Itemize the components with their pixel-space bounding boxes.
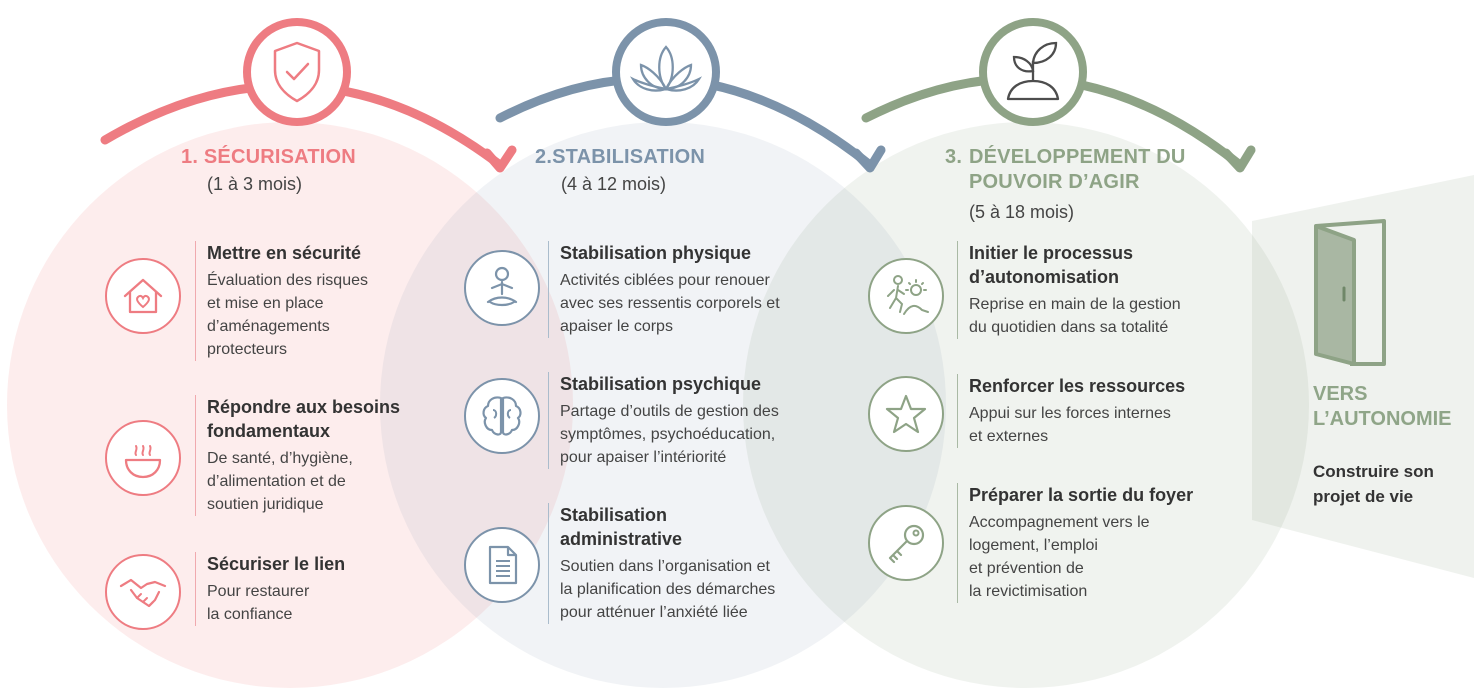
hiker-sun-icon [868,258,944,334]
item-title: Renforcer les ressources [969,376,1186,396]
item-title: Stabilisation administrative [560,505,683,549]
handshake-icon [105,554,181,630]
brain-icon [464,378,540,454]
item-desc: Reprise en main de la gestion du quotidi… [969,296,1181,336]
item-desc: Activités ciblées pour renouer avec ses … [560,272,780,335]
item-initier-autonomisation: Initier le processus d’autonomisation Re… [957,241,1229,339]
item-securiser-le-lien: Sécuriser le lien Pour restaurer la conf… [195,552,447,626]
item-desc: Partage d’outils de gestion des symptôme… [560,403,779,466]
item-title: Mettre en sécurité [207,243,362,263]
item-title: Stabilisation physique [560,243,752,263]
phase-2-title: 2.STABILISATION [535,146,706,168]
phase-1-duration: (1 à 3 mois) [207,174,303,194]
item-desc: De santé, d’hygiène, d’alimentation et d… [207,450,353,513]
item-stabilisation-administrative: Stabilisation administrative Soutien dan… [548,503,775,624]
item-desc: Appui sur les forces internes et externe… [969,405,1171,445]
open-door-icon [1314,219,1386,366]
phase-3-arrowhead [1221,145,1256,173]
shield-check-icon [243,18,351,126]
phase-1-title: 1. SÉCURISATION [181,146,356,168]
item-title: Stabilisation psychique [560,374,762,394]
item-preparer-sortie: Préparer la sortie du foyer Accompagneme… [957,483,1259,603]
item-desc: Soutien dans l’organisation et la planif… [560,558,776,621]
item-title: Sécuriser le lien [207,554,346,574]
final-title: VERS L’AUTONOMIE [1313,383,1452,430]
lotus-icon [612,18,720,126]
phase-3-title: 3.DÉVELOPPEMENT DU POUVOIR D’AGIR [945,146,1186,193]
sprout-icon [979,18,1087,126]
key-icon [868,505,944,581]
item-desc: Pour restaurer la confiance [207,583,310,623]
item-stabilisation-psychique: Stabilisation psychique Partage d’outils… [548,372,860,469]
item-stabilisation-physique: Stabilisation physique Activités ciblées… [548,241,860,338]
item-desc: Accompagnement vers le logement, l’emplo… [969,514,1150,600]
house-heart-icon [105,258,181,334]
light-beam [1252,175,1474,578]
item-title: Initier le processus d’autonomisation [969,243,1134,287]
document-icon [464,527,540,603]
phase-2-arrowhead [851,145,886,173]
item-besoins-fondamentaux: Répondre aux besoins fondamentaux De san… [195,395,457,516]
item-mettre-en-securite: Mettre en sécurité Évaluation des risque… [195,241,447,361]
star-icon [868,376,944,452]
item-title: Préparer la sortie du foyer [969,485,1194,505]
item-title: Répondre aux besoins fondamentaux [207,397,401,441]
bowl-steam-icon [105,420,181,496]
phase-2-duration: (4 à 12 mois) [561,174,667,194]
item-desc: Évaluation des risques et mise en place … [207,272,368,358]
final-subtitle: Construire son projet de vie [1313,462,1434,506]
phase-3-duration: (5 à 18 mois) [969,202,1075,222]
meditation-icon [464,250,540,326]
phase-1-arrowhead [482,145,517,173]
item-renforcer-ressources: Renforcer les ressources Appui sur les f… [957,374,1239,448]
